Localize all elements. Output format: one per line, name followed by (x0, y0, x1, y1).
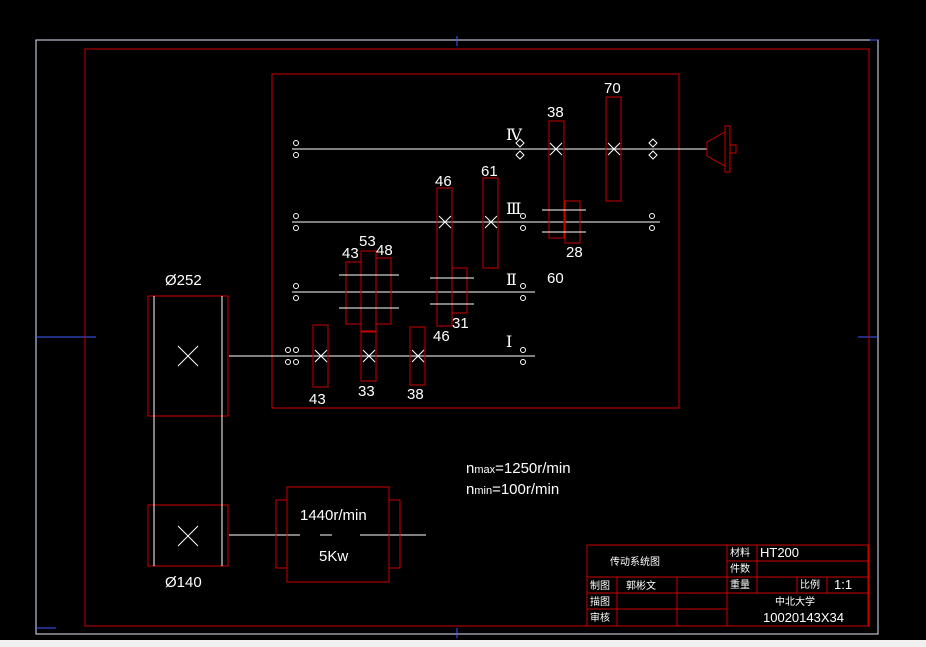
gear-label: 53 (359, 233, 376, 250)
gear-labels: 38 70 46 61 60 28 43 53 48 46 31 43 33 3… (309, 80, 621, 408)
gear-label: 46 (435, 173, 452, 190)
weight-label: 重量 (730, 578, 750, 591)
title-block (586, 544, 869, 627)
design-label: 描图 (590, 595, 610, 608)
gear-label: 31 (452, 315, 469, 332)
gear-53-shaft2 (360, 250, 377, 332)
gear-label: 70 (604, 80, 621, 97)
x-mark (438, 215, 452, 229)
gear-label: 43 (309, 391, 326, 408)
gear-label: 33 (358, 383, 375, 400)
shafts (229, 148, 707, 536)
gearbox-housing (271, 73, 680, 409)
gear-61-shaft3 (482, 177, 499, 269)
drawing-frame (84, 48, 870, 627)
bearing-icon (520, 213, 526, 231)
motor-flange-left (275, 499, 288, 569)
drawn-name: 郭彬文 (626, 579, 656, 592)
bearing-icon (285, 347, 299, 365)
scale-label: 比例 (800, 578, 820, 591)
gear-43-shaft2 (345, 261, 362, 325)
bearing-icon (293, 213, 299, 231)
gear-28-shaft3 (564, 200, 581, 244)
shaft-label-3: Ⅲ (506, 201, 521, 218)
belt (153, 296, 223, 566)
bearing-icon (649, 213, 655, 231)
title-block-text: 传动系统图 材料 HT200 件数 重量 比例 1:1 制图 郭彬文 描图 审核… (590, 545, 852, 625)
scale-value: 1:1 (834, 577, 852, 592)
gear-label: 43 (342, 245, 359, 262)
x-mark (484, 215, 498, 229)
gear-label: 28 (566, 244, 583, 261)
gear-38-shaft1 (409, 326, 426, 386)
x-mark (177, 525, 199, 547)
pulley-top-diameter: Ø252 (165, 272, 202, 289)
bearing-icon (293, 140, 299, 158)
x-mark (177, 345, 199, 367)
gear-43-shaft1 (312, 324, 329, 388)
bearing-icon (520, 347, 526, 365)
viewport-crosshairs (36, 36, 878, 638)
bearing-icon (293, 283, 299, 301)
angular-bearing-icon (648, 138, 658, 160)
gear-48-shaft2 (375, 257, 392, 325)
material-value: HT200 (760, 545, 799, 560)
spindle-head (706, 125, 737, 173)
bearings (285, 140, 655, 365)
speed-min: nmin=100r/min (466, 481, 559, 498)
angular-bearing-icon (515, 138, 525, 160)
pulley-bottom-diameter: Ø140 (165, 574, 202, 591)
shaft-label-1: Ⅰ (506, 334, 512, 351)
material-label: 材料 (730, 546, 750, 559)
gears (147, 96, 622, 583)
gear-33-shaft1 (360, 331, 377, 382)
gear-70-shaft4 (605, 96, 622, 202)
drawing-name: 传动系统图 (610, 555, 660, 568)
gear-46-shaft3 (436, 187, 453, 327)
school-name: 中北大学 (775, 595, 815, 608)
gear-label: 46 (433, 328, 450, 345)
drawing-number: 10020143X34 (763, 610, 844, 625)
angular-bearings (515, 138, 658, 160)
gear-label: 60 (547, 270, 564, 287)
motor-power: 5Kw (319, 548, 348, 565)
speed-max: nmax=1250r/min (466, 460, 571, 477)
gear-label: 61 (481, 163, 498, 180)
shaft-label-2: Ⅱ (506, 272, 517, 289)
gear-label: 38 (407, 386, 424, 403)
drawn-label: 制图 (590, 579, 610, 592)
shaft-label-4: Ⅳ (506, 127, 523, 144)
status-strip (0, 640, 926, 647)
quantity-label: 件数 (730, 562, 750, 575)
x-mark (362, 349, 376, 363)
gear-label: 38 (547, 104, 564, 121)
pulley-large (147, 295, 229, 417)
gear-31-shaft2 (451, 267, 468, 314)
gear-38-shaft4 (548, 120, 565, 239)
x-mark (411, 349, 425, 363)
motor-speed: 1440r/min (300, 507, 367, 524)
gear-label: 48 (376, 242, 393, 259)
pulley-small (147, 504, 229, 567)
bearing-icon (520, 283, 526, 301)
review-label: 审核 (590, 611, 610, 624)
x-mark (549, 142, 563, 156)
fixed-marks (177, 142, 621, 547)
shaft-numerals: Ⅳ Ⅲ Ⅱ Ⅰ (506, 127, 523, 351)
mesh-lines (339, 209, 586, 309)
x-mark (607, 142, 621, 156)
motor-flange-right (388, 499, 401, 569)
x-mark (314, 349, 328, 363)
